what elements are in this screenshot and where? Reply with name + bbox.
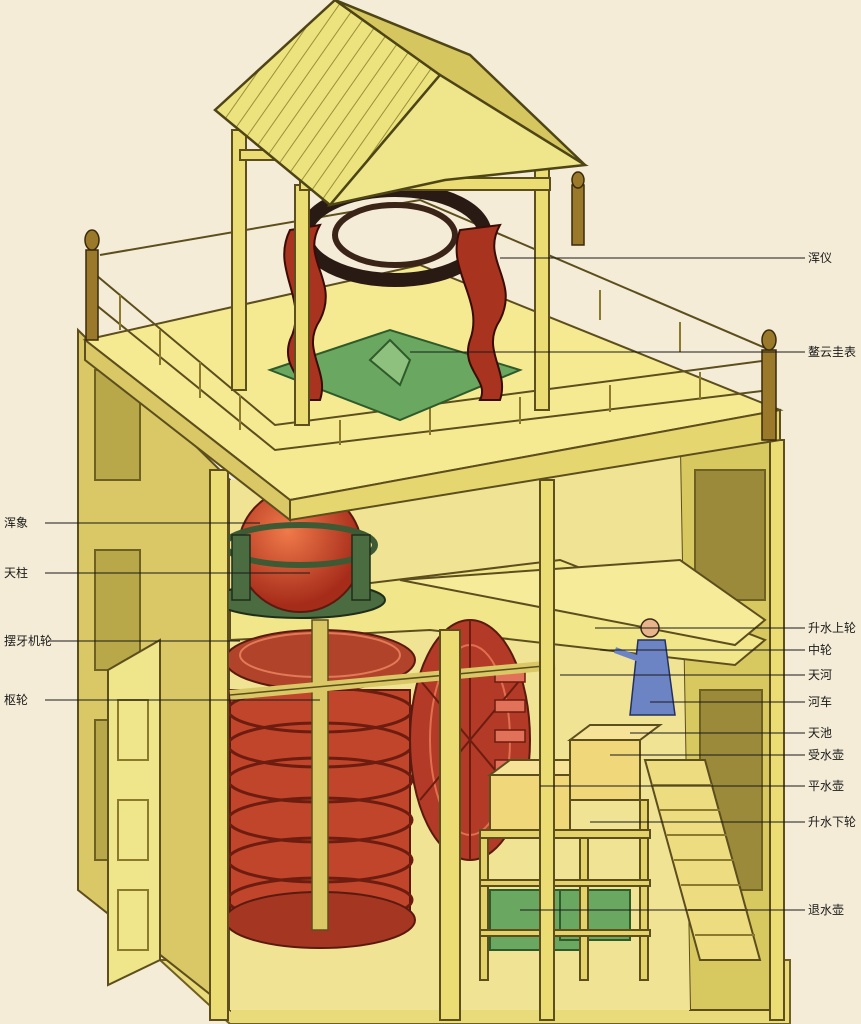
label-shengshui-shanglun: 升水上轮 [808,621,857,635]
label-hunyi: 浑仪 [808,251,833,265]
label-aoyun-guibiao: 鳌云圭表 [808,345,857,359]
label-tuishui-hu: 退水壶 [808,903,845,917]
water-tanks [487,724,663,951]
door-panel [107,638,161,987]
label-hunxiang: 浑象 [4,516,29,530]
label-pingshui-hu: 平水壶 [808,779,845,793]
label-shengshui-xialun: 升水下轮 [808,815,857,829]
label-baiya-jilun: 摆牙机轮 [4,634,53,648]
label-zhonglun: 中轮 [808,643,833,657]
label-tianchi: 天池 [808,726,833,740]
scaffold-frame [479,799,651,981]
escapement-wheel-stack [224,619,416,949]
label-tianhe: 天河 [808,668,833,682]
railings [89,198,771,452]
label-shulun: 枢轮 [4,693,29,707]
celestial-globe [214,487,386,619]
label-shoushui-hu: 受水壶 [808,748,845,762]
pavilion-roof [213,0,589,208]
leader-lines [45,257,805,911]
label-heche: 河车 [808,695,833,709]
label-tianzhu: 天柱 [4,566,29,580]
finials [84,171,777,441]
pillars [209,439,785,1021]
